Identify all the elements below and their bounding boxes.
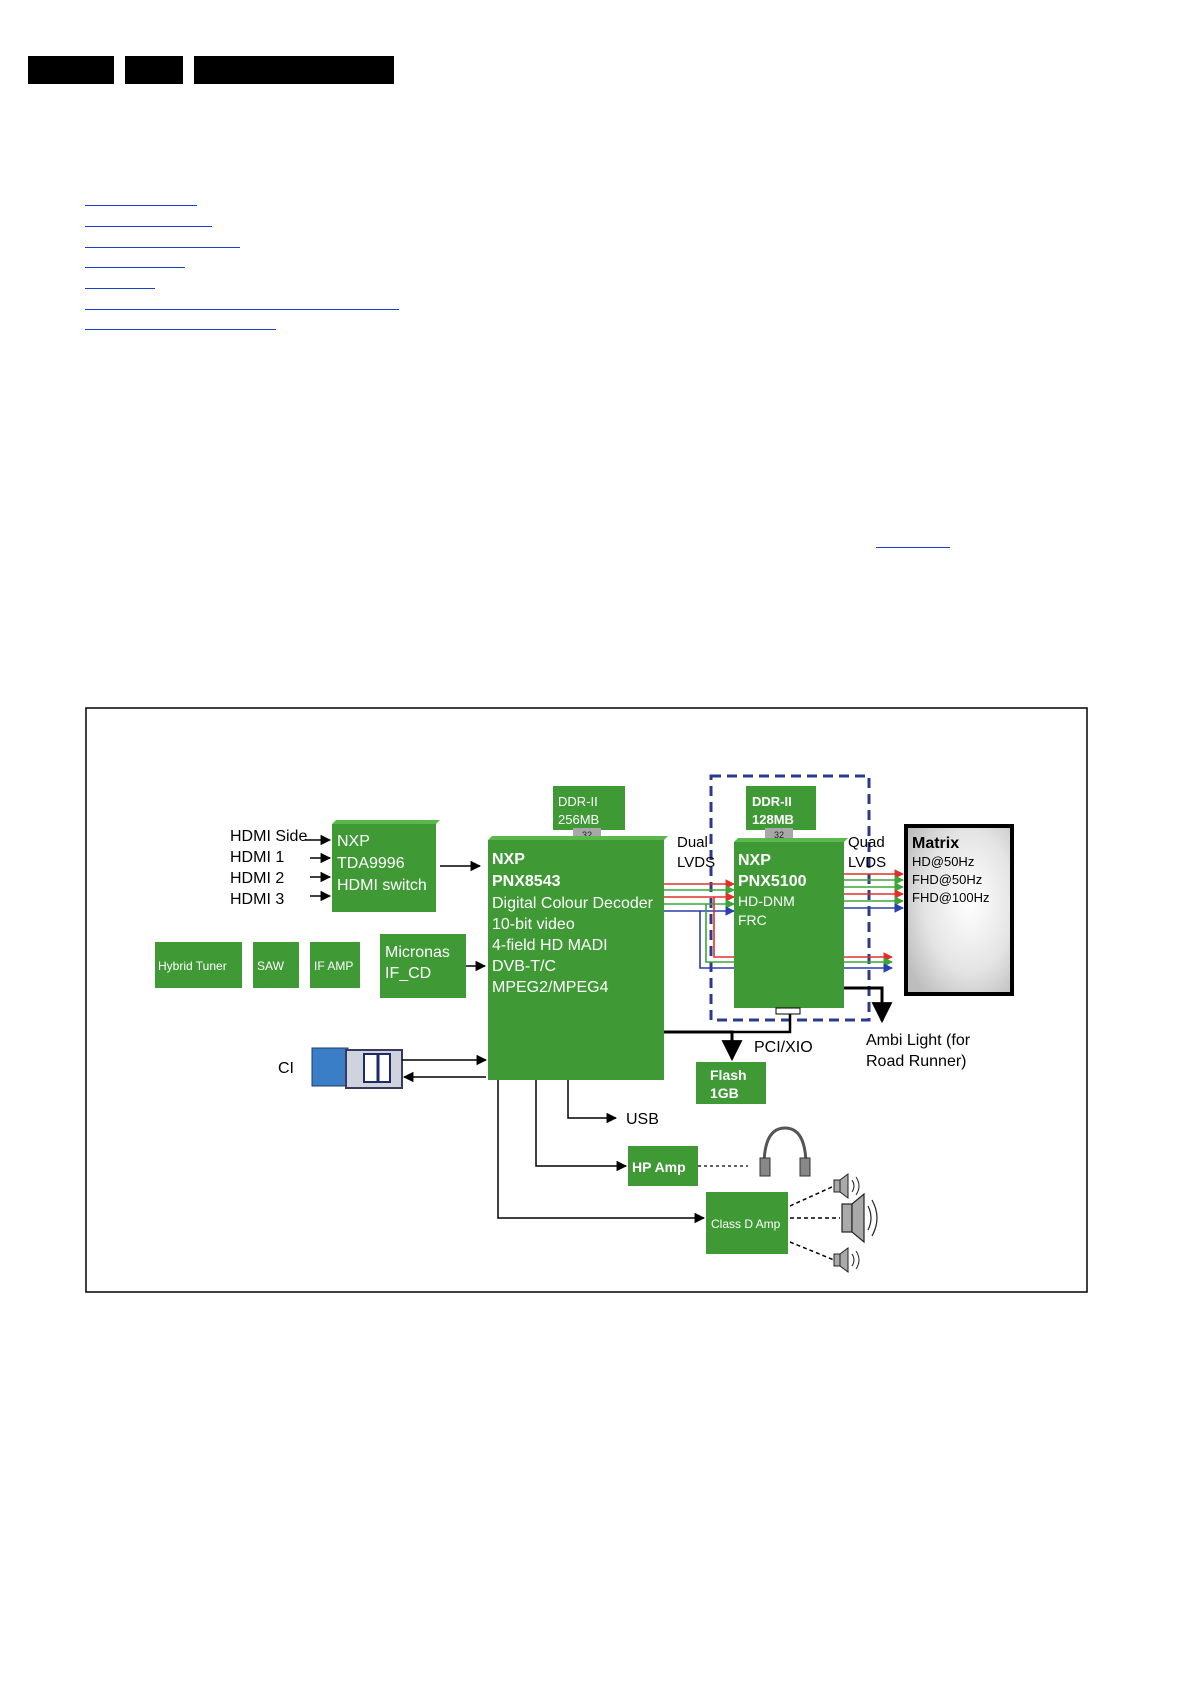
toc-link-6[interactable] xyxy=(85,309,399,310)
header-box-1 xyxy=(28,56,114,84)
class-d-outputs xyxy=(789,1185,840,1261)
class-d-arrow xyxy=(497,1080,706,1224)
pnx8543-feature-1: Digital Colour Decoder xyxy=(492,895,654,912)
hp-amp-block: HP Amp xyxy=(628,1146,698,1186)
pci-xio-label: PCI/XIO xyxy=(754,1039,813,1056)
pnx5100-feature-2: FRC xyxy=(738,912,767,928)
ci-label: CI xyxy=(278,1060,294,1077)
matrix-mode-2: FHD@50Hz xyxy=(912,872,982,887)
hdmi-side-label: HDMI Side xyxy=(230,828,307,845)
quad-lvds-label-1: Quad xyxy=(848,834,885,851)
ddr-main-type: DDR-II xyxy=(558,794,598,809)
hdmi-switch-function: HDMI switch xyxy=(337,877,427,894)
hdmi-inputs: HDMI Side HDMI 1 HDMI 2 HDMI 3 xyxy=(230,828,307,908)
flash-label: Flash xyxy=(710,1067,747,1083)
hdmi-switch-block: NXP TDA9996 HDMI switch xyxy=(332,820,440,912)
toc-link-1[interactable] xyxy=(85,205,197,206)
hp-amp-label: HP Amp xyxy=(632,1159,686,1175)
dual-lvds-lines xyxy=(664,879,893,973)
class-d-amp-block: Class D Amp xyxy=(706,1192,788,1254)
headphones-icon xyxy=(759,1126,811,1177)
quad-lvds-lines xyxy=(844,869,904,913)
pnx8543-block: NXP PNX8543 Digital Colour Decoder 10-bi… xyxy=(488,836,668,1080)
speaker-icon-top xyxy=(833,1173,860,1199)
matrix-panel: Matrix HD@50Hz FHD@50Hz FHD@100Hz xyxy=(904,824,1014,996)
pci-xio-bus xyxy=(664,1030,743,1062)
ddr-frc-size: 128MB xyxy=(752,812,794,827)
ci-module: CI xyxy=(278,1047,403,1089)
toc-link-7[interactable] xyxy=(85,329,276,330)
dual-lvds-label-1: Dual xyxy=(677,834,708,851)
pnx8543-vendor: NXP xyxy=(492,851,525,868)
header-box-3 xyxy=(194,56,394,84)
micronas-block: Micronas IF_CD xyxy=(380,934,466,998)
ddr-256mb-block: DDR-II 256MB 32 xyxy=(553,786,625,840)
toc-link-4[interactable] xyxy=(85,267,185,268)
speaker-icon-center xyxy=(841,1192,878,1244)
ambi-light-label-1: Ambi Light (for xyxy=(866,1032,971,1049)
pnx5100-feature-1: HD-DNM xyxy=(738,893,795,909)
toc-link-5[interactable] xyxy=(85,288,155,289)
if-amp-label: IF AMP xyxy=(314,959,353,973)
matrix-title: Matrix xyxy=(912,835,959,852)
usb-label: USB xyxy=(626,1111,659,1128)
quad-lvds-label-2: LVDS xyxy=(848,854,886,871)
pnx5100-vendor: NXP xyxy=(738,852,771,869)
tuner-chain: Hybrid Tuner SAW IF AMP xyxy=(155,942,360,988)
ddr-128mb-block: DDR-II 128MB 32 xyxy=(746,786,816,840)
hdmi-switch-part: TDA9996 xyxy=(337,855,405,872)
pci-to-frc-line xyxy=(732,1012,792,1034)
saw-label: SAW xyxy=(257,959,285,973)
matrix-mode-1: HD@50Hz xyxy=(912,854,974,869)
ddr-frc-bus-width: 32 xyxy=(774,830,784,840)
hdmi-3-label: HDMI 3 xyxy=(230,891,284,908)
usb-arrow xyxy=(567,1080,618,1124)
flash-block: Flash 1GB xyxy=(696,1062,766,1104)
flash-size: 1GB xyxy=(710,1085,739,1101)
pnx5100-block: NXP PNX5100 HD-DNM FRC xyxy=(734,838,848,1008)
toc-link-2[interactable] xyxy=(85,226,212,227)
hdmi-switch-vendor: NXP xyxy=(337,833,370,850)
pnx8543-feature-3: 4-field HD MADI xyxy=(492,937,608,954)
pnx8543-feature-4: DVB-T/C xyxy=(492,958,556,975)
ddr-frc-type: DDR-II xyxy=(752,794,792,809)
if-cd-label: IF_CD xyxy=(385,965,431,982)
hdmi-2-label: HDMI 2 xyxy=(230,870,284,887)
matrix-mode-3: FHD@100Hz xyxy=(912,890,990,905)
figure-reference-link[interactable] xyxy=(876,547,950,548)
ambi-light-label-2: Road Runner) xyxy=(866,1053,967,1070)
figure-frame xyxy=(85,707,1088,1293)
ddr-main-bus-width: 32 xyxy=(582,830,592,840)
speaker-icon-bottom xyxy=(833,1247,860,1273)
pnx8543-feature-5: MPEG2/MPEG4 xyxy=(492,979,609,996)
hp-amp-arrow xyxy=(535,1080,628,1172)
hdmi-1-label: HDMI 1 xyxy=(230,849,284,866)
toc-link-3[interactable] xyxy=(85,247,240,248)
header-box-2 xyxy=(125,56,183,84)
pnx5100-part: PNX5100 xyxy=(738,873,807,890)
ddr-main-size: 256MB xyxy=(558,812,599,827)
pnx8543-part: PNX8543 xyxy=(492,873,561,890)
class-d-amp-label: Class D Amp xyxy=(711,1217,781,1231)
ambi-light-arrow xyxy=(844,986,893,1024)
dual-lvds-label-2: LVDS xyxy=(677,854,715,871)
micronas-label: Micronas xyxy=(385,944,450,961)
pnx8543-feature-2: 10-bit video xyxy=(492,916,575,933)
hybrid-tuner-label: Hybrid Tuner xyxy=(158,959,227,973)
